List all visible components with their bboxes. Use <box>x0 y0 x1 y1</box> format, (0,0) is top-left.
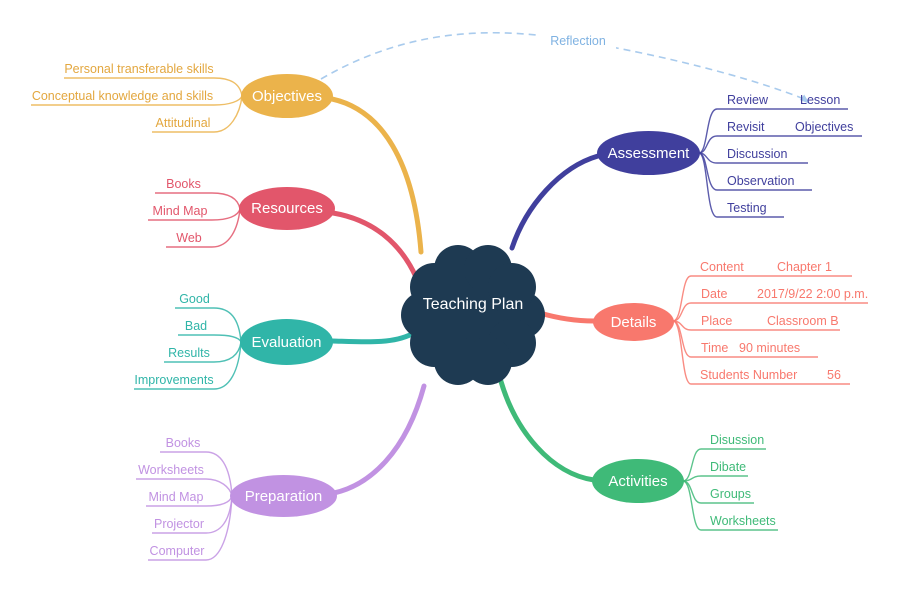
subtopic-resources-1[interactable]: Mind Map <box>152 204 208 218</box>
subtopic-activities-3[interactable]: Worksheets <box>710 514 776 528</box>
activities-subtopic-lines <box>682 448 778 531</box>
node-details[interactable]: Details <box>593 303 674 341</box>
reflection-label[interactable]: Reflection <box>540 33 616 49</box>
subtopic-assessment-3-key[interactable]: Observation <box>727 174 795 188</box>
assessment-subtopic-lines <box>698 108 862 218</box>
subtopic-details-0-key[interactable]: Content <box>700 260 744 274</box>
node-resources[interactable]: Resources <box>239 187 335 230</box>
subtopic-assessment-1-key[interactable]: Revisit <box>727 120 765 134</box>
node-preparation[interactable]: Preparation <box>230 475 337 517</box>
subtopic-objectives-1[interactable]: Conceptual knowledge and skills <box>31 89 214 103</box>
subtopic-resources-2[interactable]: Web <box>176 231 202 245</box>
subtopic-details-1-key[interactable]: Date <box>701 287 728 301</box>
subtopic-preparation-4[interactable]: Computer <box>149 544 205 558</box>
node-resources-label: Resources <box>251 200 323 217</box>
subtopic-activities-1[interactable]: Dibate <box>710 460 747 474</box>
subtopic-preparation-3[interactable]: Projector <box>153 517 205 531</box>
subtopic-assessment-0-value[interactable]: Lesson <box>800 93 841 107</box>
node-assessment-label: Assessment <box>607 144 690 162</box>
subtopic-assessment-0-key[interactable]: Review <box>727 93 768 107</box>
subtopic-assessment-1-value[interactable]: Objectives <box>795 120 854 134</box>
subtopic-details-0-value[interactable]: Chapter 1 <box>777 260 832 274</box>
subtopic-details-4-key[interactable]: Students Number <box>700 368 798 382</box>
branch-curve-objectives <box>329 96 424 255</box>
node-objectives[interactable]: Objectives <box>241 74 333 118</box>
subtopic-details-1-value[interactable]: 2017/9/22 2:00 p.m. <box>757 287 869 301</box>
branch-curve-activities <box>497 375 597 483</box>
subtopic-evaluation-0[interactable]: Good <box>179 292 210 306</box>
node-preparation-label: Preparation <box>244 487 323 505</box>
subtopic-details-4-value[interactable]: 56 <box>827 368 841 382</box>
main-branch-curves <box>329 96 601 496</box>
subtopic-details-2-key[interactable]: Place <box>701 314 733 328</box>
branch-curve-resources <box>330 210 419 280</box>
subtopic-preparation-2[interactable]: Mind Map <box>148 490 204 504</box>
subtopic-preparation-0[interactable]: Books <box>165 436 201 450</box>
node-details-label: Details <box>610 313 657 331</box>
branch-curve-details <box>537 310 597 324</box>
subtopic-details-3-key[interactable]: Time <box>701 341 729 355</box>
subtopic-evaluation-1[interactable]: Bad <box>184 319 208 333</box>
subtopic-assessment-2-key[interactable]: Discussion <box>727 147 788 161</box>
central-topic-cloud-shape <box>401 245 545 385</box>
subtopic-resources-0[interactable]: Books <box>166 177 201 191</box>
subtopic-objectives-0[interactable]: Personal transferable skills <box>64 62 214 76</box>
node-assessment[interactable]: Assessment <box>597 131 700 175</box>
subtopic-evaluation-3[interactable]: Improvements <box>134 373 214 387</box>
subtopic-evaluation-2[interactable]: Results <box>168 346 210 360</box>
node-evaluation-label: Evaluation <box>251 333 322 351</box>
node-objectives-label: Objectives <box>251 87 323 105</box>
central-topic[interactable]: Teaching Plan <box>422 296 524 313</box>
details-subtopic-lines <box>672 275 868 385</box>
branch-curve-assessment <box>509 153 601 251</box>
branch-curve-evaluation <box>329 331 415 345</box>
subtopic-details-3-value[interactable]: 90 minutes <box>739 341 801 355</box>
node-activities-label: Activities <box>608 472 668 490</box>
node-evaluation[interactable]: Evaluation <box>240 319 333 365</box>
node-activities[interactable]: Activities <box>592 459 684 503</box>
branch-curve-preparation <box>331 383 427 496</box>
subtopic-activities-2[interactable]: Groups <box>710 487 751 501</box>
subtopic-activities-0[interactable]: Disussion <box>710 433 765 447</box>
reflection-arrowhead-icon <box>799 94 810 104</box>
subtopic-preparation-1[interactable]: Worksheets <box>138 463 204 477</box>
subtopic-assessment-4-key[interactable]: Testing <box>727 201 767 215</box>
subtopic-objectives-2[interactable]: Attitudinal <box>155 116 211 130</box>
subtopic-details-2-value[interactable]: Classroom B <box>767 314 839 328</box>
